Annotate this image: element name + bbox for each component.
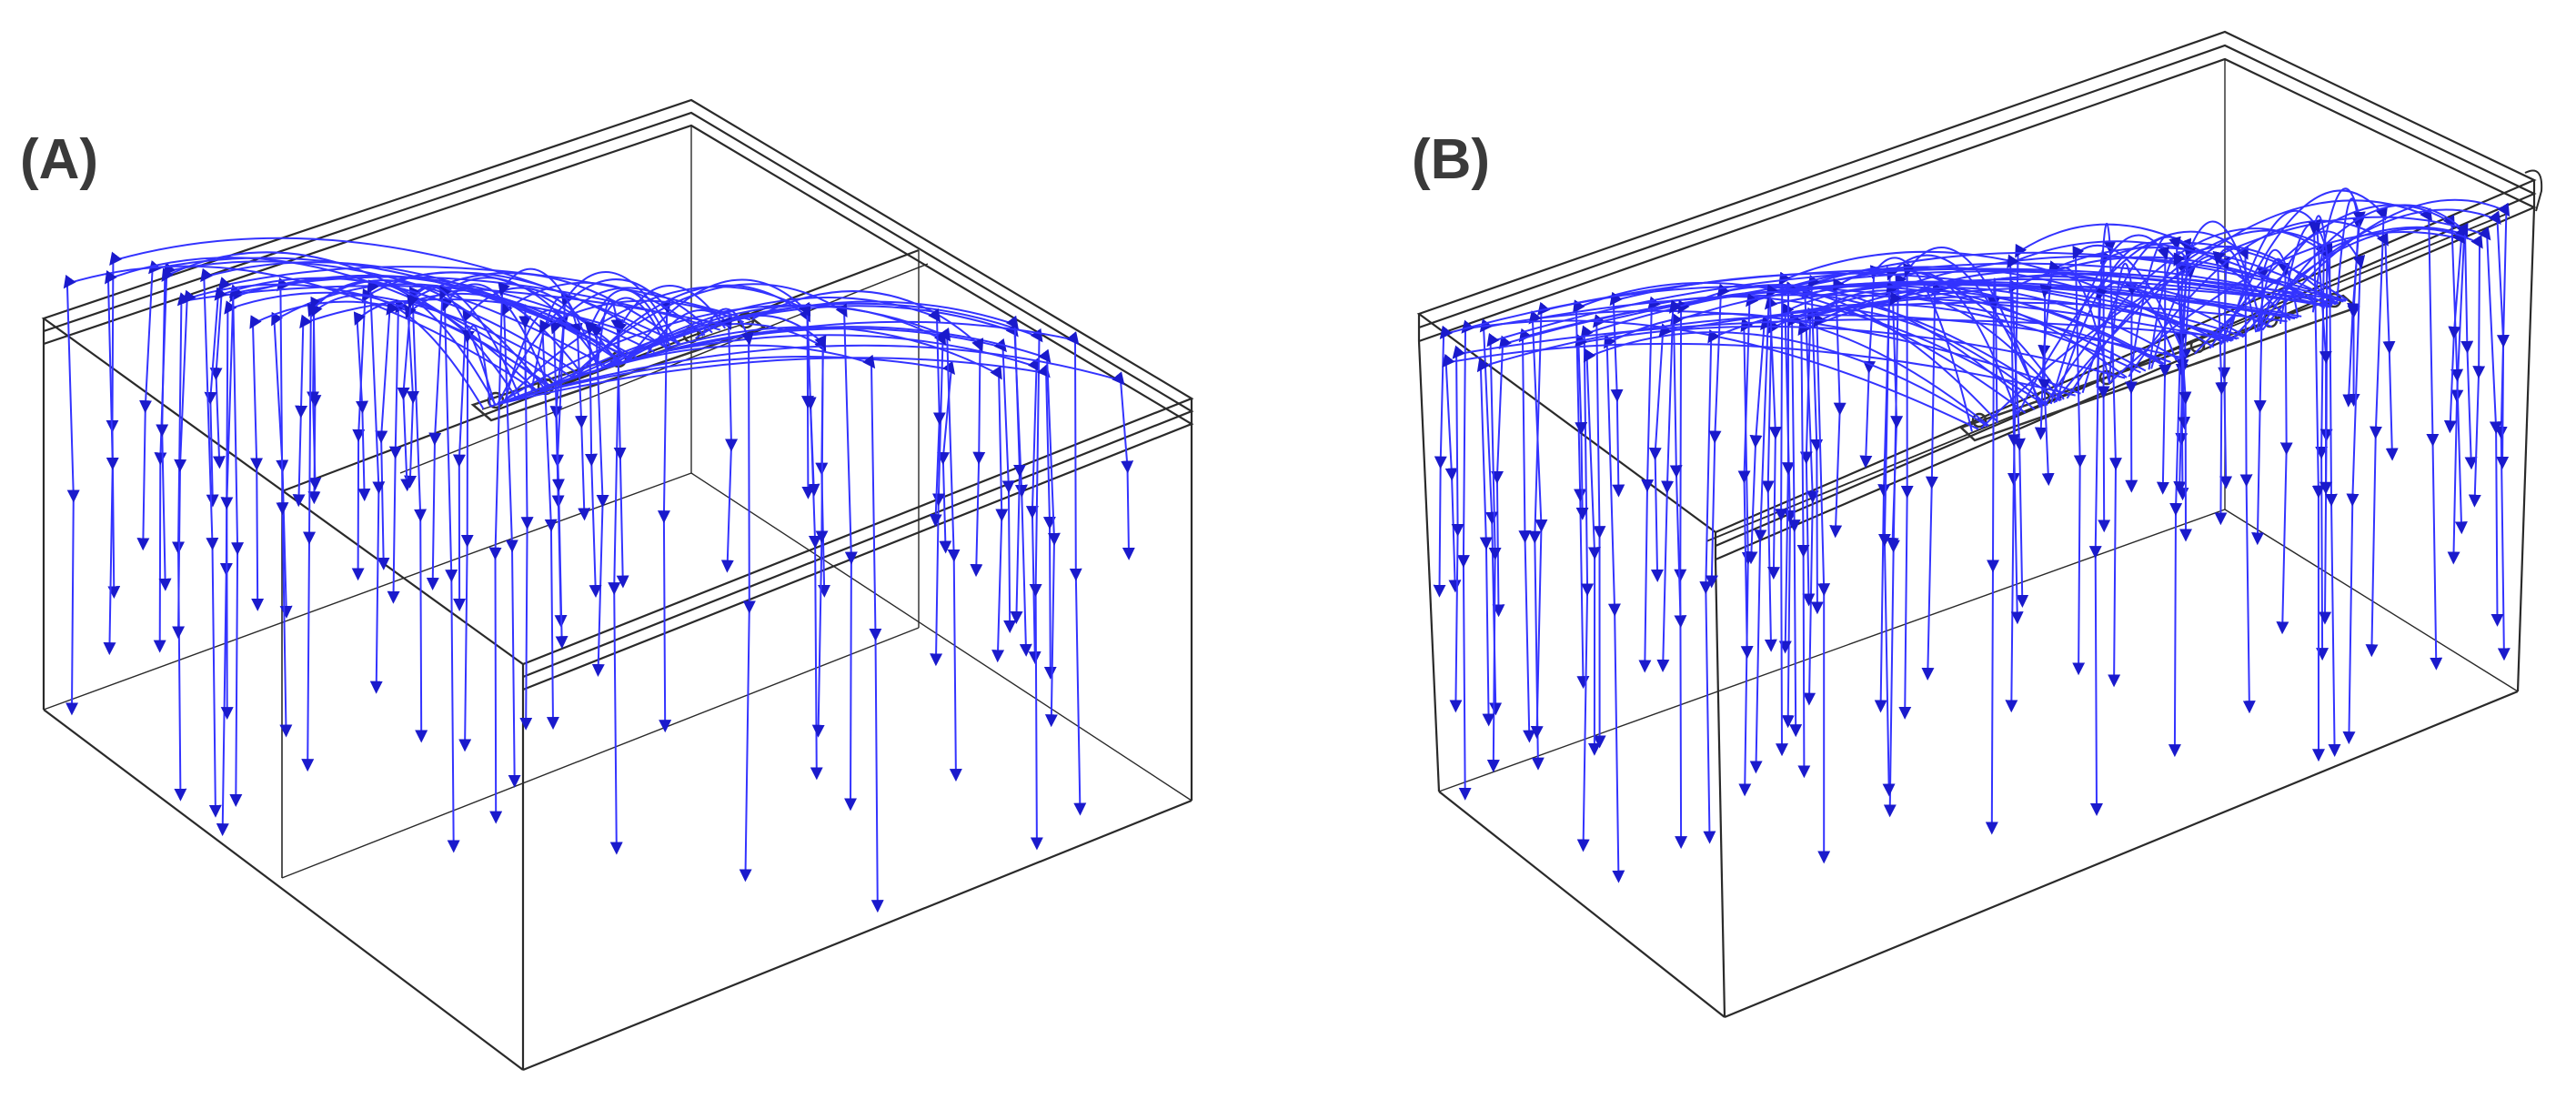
streamline-52 [497,304,962,782]
streamline-12 [620,322,831,598]
streamline-52 [2049,234,2172,495]
panel-b-diagram [1416,30,2543,1019]
streamline-36 [489,320,1087,816]
streamline-49 [2053,199,2443,670]
streamline-44 [606,344,884,913]
panel-a-label: (A) [20,128,99,191]
streamline-5 [496,357,1057,680]
streamlines-b [1433,187,2511,883]
streamline-85 [1656,291,2061,672]
panel-b: (B) [1288,0,2576,1099]
streamline-15 [1775,250,2215,757]
panel-b-label: (B) [1412,128,1491,191]
streamline-24 [387,272,680,604]
streamline-89 [2258,230,2366,745]
streamline-67 [1898,247,2041,720]
streamline-75 [2258,204,2478,470]
streamline-64 [1980,216,2504,627]
streamline-61 [2226,209,2333,495]
streamline-72 [2308,215,2333,762]
streamline-33 [103,257,559,656]
streamline-74 [1749,277,2330,774]
streamline-35 [156,251,538,591]
streamline-48 [220,276,721,721]
panel-a-diagram [41,98,1194,1072]
streamline-43 [2016,230,2256,714]
streamline-77 [1583,331,1988,756]
streamline-51 [488,267,600,824]
streamline-84 [1886,270,2246,551]
streamline-54 [2072,244,2187,676]
streamline-71 [1486,267,2346,773]
streamline-88 [2212,247,2258,526]
streamline-65 [204,277,582,508]
streamline-66 [595,297,946,528]
streamline-62 [1985,277,2000,835]
streamline-86 [1476,314,2183,727]
streamline-67 [397,286,496,492]
streamline-76 [2108,229,2466,434]
streamline-46 [172,285,732,802]
streamline-37 [2088,280,2178,816]
streamline-45 [591,300,1026,624]
streamline-60 [584,288,671,598]
streamlines-a [63,237,1135,913]
streamline-16 [216,291,575,837]
streamline-63 [426,277,605,590]
streamline-79 [1813,287,2179,864]
panel-a: (A) [20,98,1194,1072]
streamline-69 [539,299,744,731]
streamline-87 [1449,318,2239,713]
streamline-69 [1705,283,2036,589]
streamline-68 [200,261,631,818]
streamline-61 [700,308,756,882]
box-a-outline [41,98,1194,1072]
streamline-54 [751,290,986,578]
streamline-11 [1638,295,2048,673]
streamline-42 [695,314,829,738]
streamline-27 [567,283,858,812]
streamline-14 [1576,270,2329,852]
streamline-73 [1442,342,2076,593]
streamline-56 [2007,240,2326,625]
streamline-83 [1669,280,2245,629]
